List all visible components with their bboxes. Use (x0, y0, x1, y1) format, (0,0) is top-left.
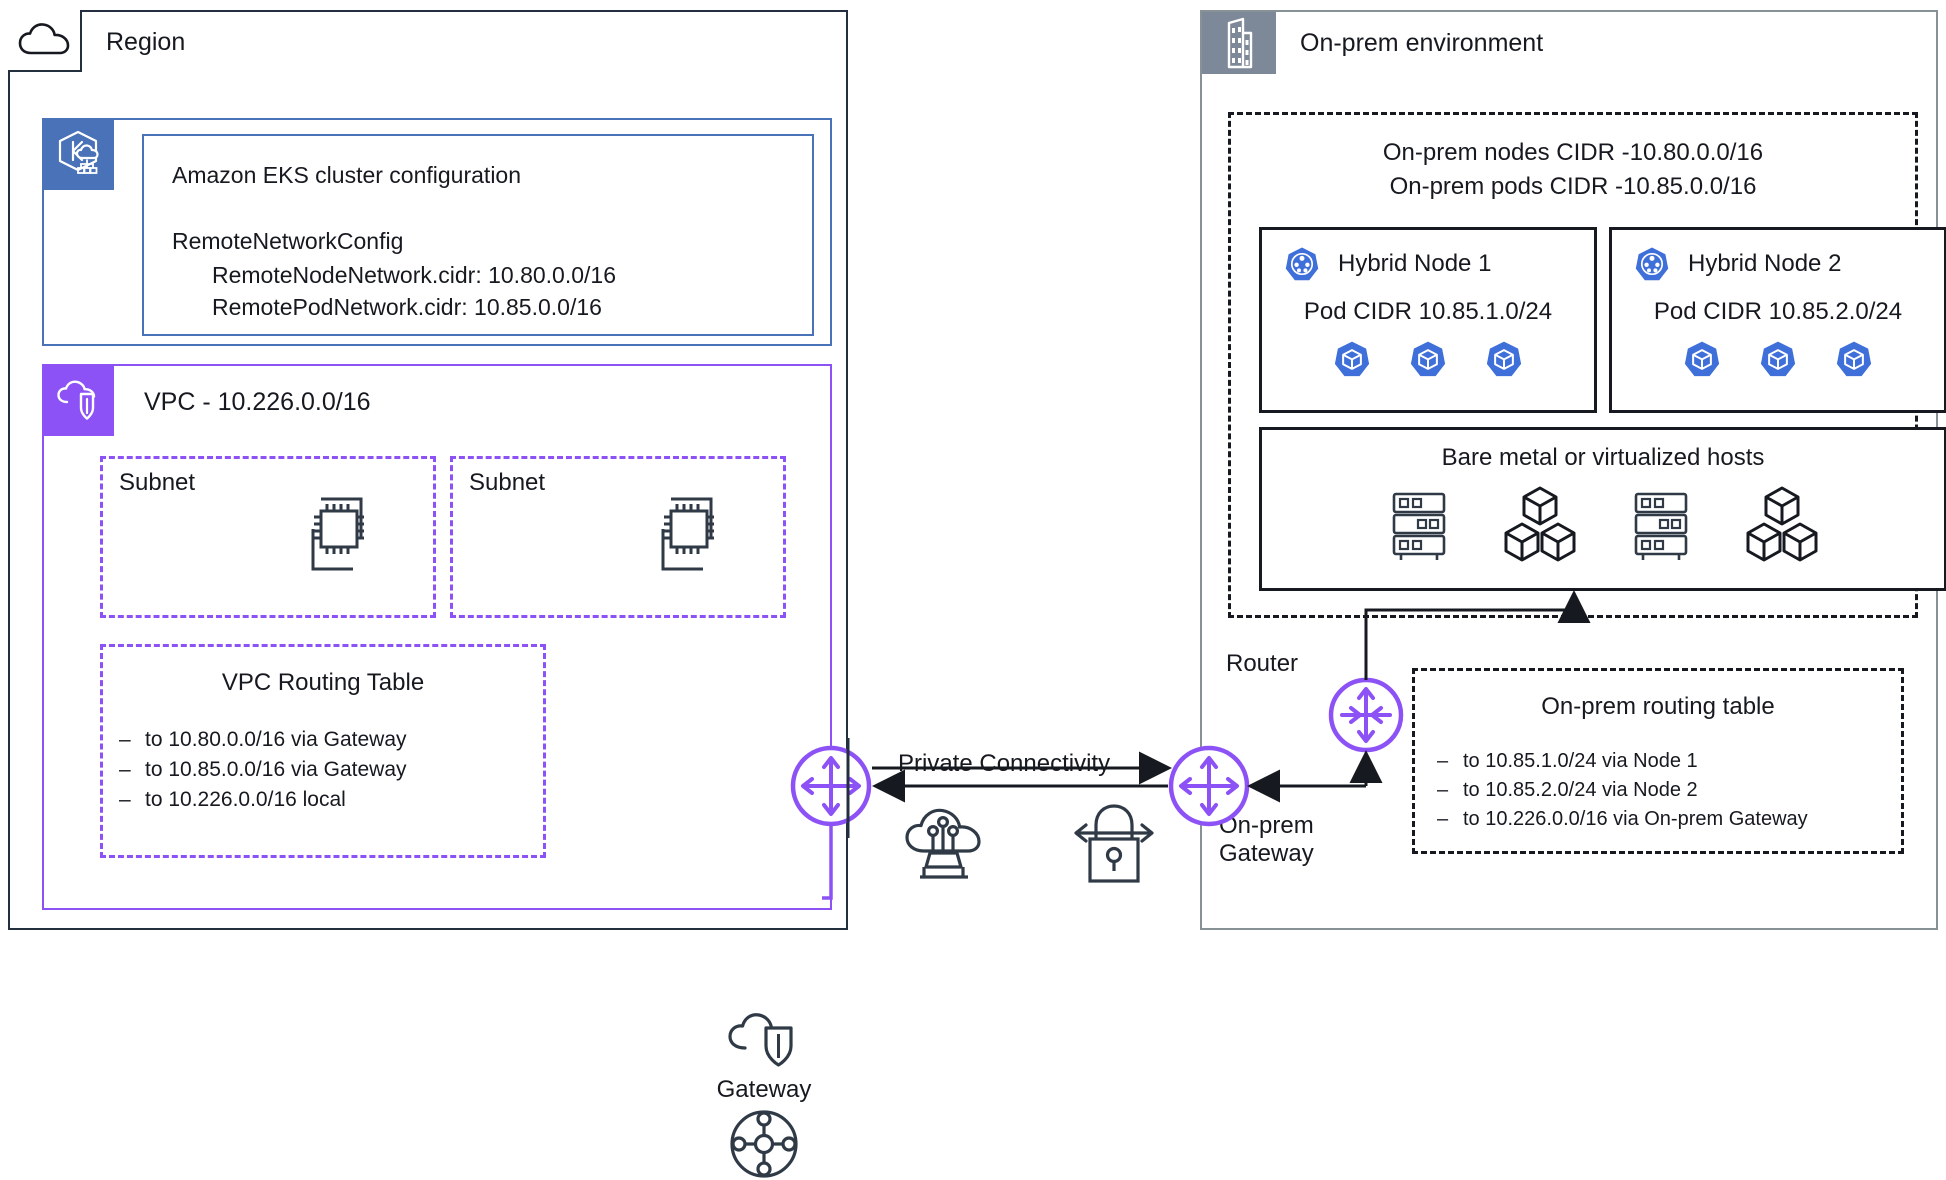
server-rack-icon (1624, 486, 1698, 564)
bare-metal-hosts-box: Bare metal or virtualized hosts (1259, 427, 1946, 591)
vpc-route-list: –to 10.80.0.0/16 via Gateway –to 10.85.0… (119, 725, 543, 814)
ec2-instances-icon (291, 491, 383, 577)
onprem-network-box: On-prem nodes CIDR -10.80.0.0/16 On-prem… (1228, 112, 1946, 618)
hybrid-node-2-label: Hybrid Node 2 (1688, 250, 1842, 277)
vpc-route-item: –to 10.80.0.0/16 via Gateway (119, 728, 407, 751)
onprem-title: On-prem environment (1300, 28, 1544, 57)
server-rack-icon (1382, 486, 1456, 564)
eks-config-title: Amazon EKS cluster configuration (172, 162, 522, 188)
hybrid-node-2-header: Hybrid Node 2 (1634, 246, 1944, 282)
remote-network-config-key: RemoteNetworkConfig (172, 228, 404, 254)
private-connectivity-label: Private Connectivity (898, 750, 1111, 777)
kubernetes-pod-icon (1683, 340, 1721, 378)
building-icon (1202, 12, 1276, 74)
onprem-header: On-prem environment (1202, 12, 1936, 74)
onprem-pods-cidr: On-prem pods CIDR -10.85.0.0/16 (1389, 172, 1757, 200)
cloud-shield-icon (704, 1006, 824, 1072)
region-container: Region Amazon EKS cluster configuration … (8, 10, 848, 1178)
kubernetes-pod-icon (1835, 340, 1873, 378)
transit-gateway-mesh-icon (704, 1108, 824, 1180)
amazon-eks-icon (42, 118, 114, 190)
onprem-container: On-prem environment On-prem nodes CIDR -… (1200, 10, 1946, 930)
subnet-b-label: Subnet (469, 469, 546, 496)
hybrid-node-2-cidr: Pod CIDR 10.85.2.0/24 (1653, 298, 1903, 325)
vpc-title: VPC - 10.226.0.0/16 (144, 388, 371, 416)
onprem-routing-table-title: On-prem routing table (1541, 693, 1775, 720)
vpc-routing-table: VPC Routing Table –to 10.80.0.0/16 via G… (100, 644, 546, 858)
subnet-a: Subnet (100, 456, 436, 618)
vpc-container: VPC - 10.226.0.0/16 Subnet (42, 364, 832, 1178)
kubernetes-pod-icon (1759, 340, 1797, 378)
vpc-shield-icon (42, 364, 114, 436)
direct-connect-cloud-icon (900, 795, 996, 891)
kubernetes-pod-icon (1485, 340, 1523, 378)
eks-config-inner: Amazon EKS cluster configuration RemoteN… (142, 134, 814, 336)
vpc-route-text: to 10.226.0.0/16 local (145, 787, 346, 811)
router-label: Router (1226, 650, 1299, 677)
hybrid-node-2: Hybrid Node 2 Pod CIDR 10.85.2.0/24 (1609, 227, 1946, 413)
vpn-lock-icon (1064, 795, 1164, 891)
containers-cubes-icon (1498, 484, 1582, 566)
hybrid-node-1-label: Hybrid Node 1 (1338, 250, 1492, 277)
vpc-route-item: –to 10.85.0.0/16 via Gateway (119, 757, 407, 781)
kubernetes-node-icon (1634, 246, 1670, 282)
region-header: Region (8, 10, 846, 72)
vpc-routing-table-title: VPC Routing Table (221, 669, 425, 696)
onprem-gateway-label: On-prem Gateway (1219, 812, 1314, 868)
onprem-route-text: to 10.226.0.0/16 via On-prem Gateway (1463, 807, 1808, 830)
eks-cluster-config-box: Amazon EKS cluster configuration RemoteN… (42, 118, 832, 346)
onprem-nodes-cidr: On-prem nodes CIDR -10.80.0.0/16 (1382, 139, 1764, 166)
ec2-instances-icon (641, 491, 733, 577)
hybrid-node-1-pods (1262, 340, 1594, 378)
private-connectivity-icons (900, 795, 1164, 891)
hybrid-node-2-pods (1612, 340, 1944, 378)
vpc-route-text: to 10.80.0.0/16 via Gateway (145, 728, 407, 751)
region-title: Region (106, 27, 186, 56)
gateway-label: Gateway (716, 1076, 812, 1103)
vpc-route-item: –to 10.226.0.0/16 local (119, 787, 346, 811)
remote-pod-network-cidr: RemotePodNetwork.cidr: 10.85.0.0/16 (212, 294, 602, 320)
kubernetes-pod-icon (1409, 340, 1447, 378)
onprem-route-item: –to 10.85.2.0/24 via Node 2 (1437, 778, 1698, 801)
containers-cubes-icon (1740, 484, 1824, 566)
remote-node-network-cidr: RemoteNodeNetwork.cidr: 10.80.0.0/16 (212, 262, 616, 288)
bare-metal-hosts-icons (1262, 484, 1944, 566)
hybrid-node-1: Hybrid Node 1 Pod CIDR 10.85.1.0/24 (1259, 227, 1597, 413)
onprem-route-text: to 10.85.1.0/24 via Node 1 (1463, 750, 1698, 772)
vpc-gateway-group: Gateway (704, 1006, 824, 1180)
kubernetes-pod-icon (1333, 340, 1371, 378)
onprem-route-text: to 10.85.2.0/24 via Node 2 (1463, 778, 1698, 801)
bare-metal-hosts-title: Bare metal or virtualized hosts (1441, 444, 1765, 471)
vpc-route-text: to 10.85.0.0/16 via Gateway (145, 757, 407, 781)
subnet-a-label: Subnet (119, 469, 196, 496)
onprem-route-item: –to 10.226.0.0/16 via On-prem Gateway (1437, 807, 1808, 830)
subnet-b: Subnet (450, 456, 786, 618)
cloud-region-icon (8, 10, 82, 72)
hybrid-node-1-cidr: Pod CIDR 10.85.1.0/24 (1303, 298, 1553, 325)
onprem-routing-table: On-prem routing table –to 10.85.1.0/24 v… (1412, 668, 1904, 854)
onprem-route-item: –to 10.85.1.0/24 via Node 1 (1437, 750, 1698, 772)
hybrid-node-1-header: Hybrid Node 1 (1284, 246, 1594, 282)
onprem-route-list: –to 10.85.1.0/24 via Node 1 –to 10.85.2.… (1437, 747, 1901, 833)
kubernetes-node-icon (1284, 246, 1320, 282)
